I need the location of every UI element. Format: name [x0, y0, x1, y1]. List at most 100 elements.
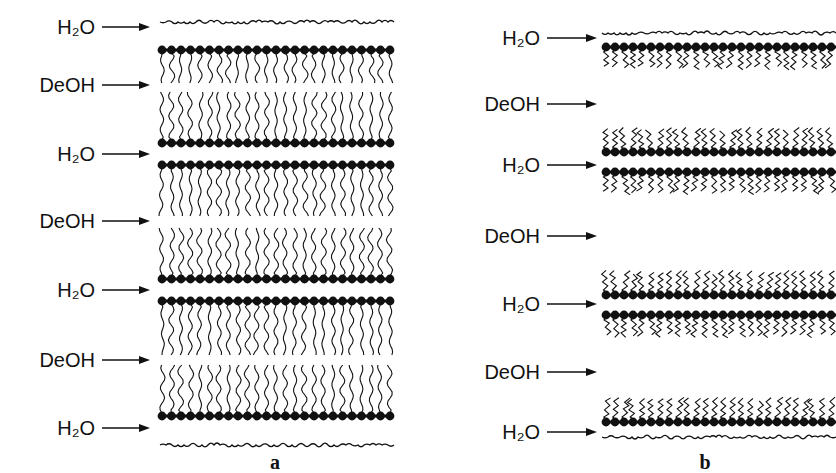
polar-head — [746, 311, 755, 320]
polar-head — [620, 291, 629, 300]
alkyl-tail — [793, 398, 799, 419]
polar-head — [638, 43, 647, 52]
polar-head — [177, 412, 186, 421]
pointer-arrow — [547, 431, 589, 433]
polar-head — [809, 168, 818, 177]
alkyl-tail — [658, 273, 664, 292]
polar-head — [224, 412, 233, 421]
polar-head — [224, 297, 233, 306]
polar-head — [357, 139, 366, 148]
alkyl-tail — [712, 50, 719, 67]
alkyl-tail — [387, 365, 392, 413]
polar-head — [755, 291, 764, 300]
polar-head — [602, 148, 611, 157]
alkyl-tail — [712, 397, 718, 419]
polar-head — [791, 168, 800, 177]
alkyl-tail — [602, 270, 608, 292]
alkyl-tail — [178, 365, 184, 413]
layer-label: H₂O — [502, 421, 540, 443]
polar-head — [205, 297, 214, 306]
alkyl-tail — [757, 401, 764, 419]
polar-head — [291, 46, 300, 55]
polar-head — [329, 161, 338, 170]
alkyl-tail — [386, 228, 392, 276]
polar-head — [665, 43, 674, 52]
alkyl-tail — [188, 304, 192, 355]
alkyl-tail — [649, 175, 654, 193]
polar-head — [224, 46, 233, 55]
alkyl-tail — [782, 318, 788, 337]
arrow-head — [139, 424, 150, 432]
polar-head — [674, 311, 683, 320]
layer-label: H₂O — [502, 154, 540, 176]
polar-head — [791, 291, 800, 300]
arrow-head — [586, 100, 597, 108]
alkyl-tail — [712, 274, 717, 292]
polar-head — [310, 139, 319, 148]
alkyl-tail — [274, 168, 278, 216]
polar-head — [611, 291, 620, 300]
polar-head — [746, 418, 755, 427]
polar-head — [620, 43, 629, 52]
alkyl-tail — [784, 398, 791, 420]
alkyl-tail — [718, 50, 725, 69]
polar-head — [300, 297, 309, 306]
polar-head — [215, 275, 224, 284]
polar-head — [755, 168, 764, 177]
polar-head — [376, 412, 385, 421]
alkyl-tail — [179, 228, 184, 276]
polar-head — [186, 46, 195, 55]
alkyl-tail — [256, 168, 261, 216]
alkyl-tail — [274, 304, 278, 355]
polar-head — [177, 46, 186, 55]
polar-head — [629, 168, 638, 177]
polar-head — [746, 148, 755, 157]
polar-head — [272, 46, 281, 55]
alkyl-tail — [694, 270, 701, 292]
arrow-head — [139, 286, 150, 294]
polar-head — [376, 297, 385, 306]
polar-head — [348, 161, 357, 170]
alkyl-tail — [171, 168, 175, 216]
polar-head — [367, 412, 376, 421]
alkyl-tail — [667, 318, 673, 334]
polar-head — [737, 418, 746, 427]
polar-head — [281, 161, 290, 170]
polar-head — [656, 291, 665, 300]
pointer-arrow — [547, 371, 589, 373]
alkyl-tail — [667, 399, 672, 420]
alkyl-tail — [756, 175, 762, 193]
alkyl-tail — [820, 318, 826, 334]
polar-head — [701, 418, 710, 427]
polar-head — [728, 148, 737, 157]
alkyl-tail — [216, 168, 222, 216]
polar-head — [782, 291, 791, 300]
polar-head — [764, 311, 773, 320]
alkyl-tail — [703, 271, 710, 292]
arrow-head — [139, 356, 150, 364]
polar-head — [602, 311, 611, 320]
alkyl-tail — [784, 270, 789, 292]
polar-head — [710, 418, 719, 427]
alkyl-tail — [721, 175, 726, 192]
alkyl-tail — [748, 399, 753, 420]
alkyl-tail — [301, 304, 306, 355]
polar-head — [782, 43, 791, 52]
alkyl-tail — [631, 274, 638, 292]
alkyl-tail — [159, 168, 163, 216]
polar-head — [338, 275, 347, 284]
polar-head — [253, 161, 262, 170]
polar-head — [319, 46, 328, 55]
alkyl-tail — [613, 398, 619, 419]
layer-label: DeOH — [484, 225, 540, 247]
polar-head — [310, 46, 319, 55]
polar-head — [710, 168, 719, 177]
alkyl-tail — [168, 304, 174, 355]
alkyl-tail — [729, 175, 734, 191]
polar-head — [215, 412, 224, 421]
alkyl-tail — [255, 365, 259, 413]
alkyl-tail — [673, 129, 680, 149]
alkyl-tail — [161, 53, 165, 83]
polar-head — [692, 418, 701, 427]
alkyl-tail — [737, 129, 743, 150]
